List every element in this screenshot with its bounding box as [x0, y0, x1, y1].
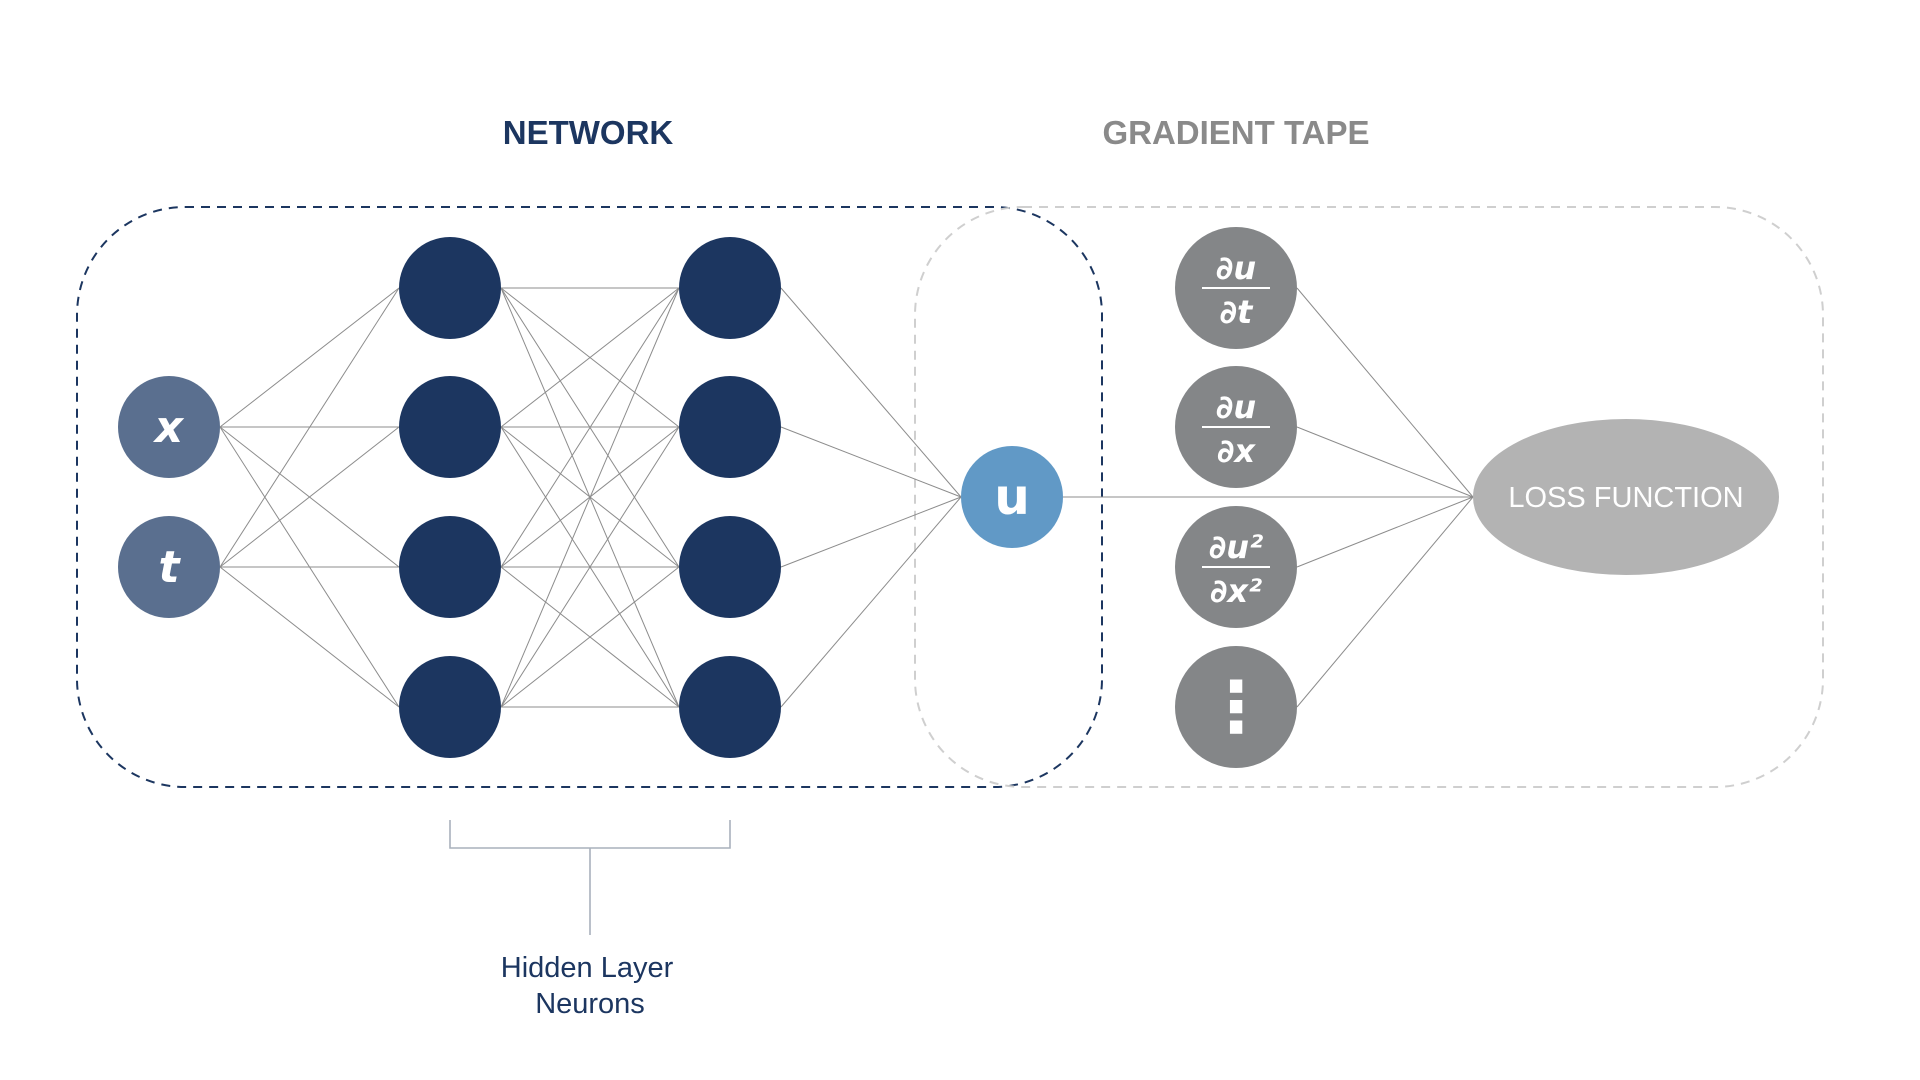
gradient-tape-title: GRADIENT TAPE — [1102, 114, 1369, 151]
edge-derivative-3-loss — [1296, 496, 1474, 708]
edge-input-1-h1-3 — [219, 566, 400, 708]
edge-input-1-h1-1 — [219, 426, 400, 568]
edge-h2-2-output — [780, 496, 962, 568]
derivative-numerator-2: ∂u — [1216, 388, 1256, 426]
gradient-tape-boundary — [914, 206, 1824, 788]
edge-h1-3-h2-0 — [500, 287, 680, 708]
input-node-t — [118, 516, 220, 618]
loss-function-node — [1473, 419, 1779, 575]
loss-function-label: LOSS FUNCTION — [1508, 482, 1743, 514]
derivative-denominator-2: ∂x — [1217, 432, 1256, 470]
edge-derivative-1-loss — [1296, 426, 1474, 498]
network-nodes: x t u ∂u ∂t ∂u ∂x ∂u² ∂x² ⋮ LOSS FUNCTION — [118, 227, 1779, 768]
hidden-neuron-l1-2 — [399, 376, 501, 478]
hidden-neuron-l1-3 — [399, 516, 501, 618]
derivative-numerator-3: ∂u² — [1209, 528, 1263, 566]
edge-h2-1-output — [780, 426, 962, 498]
hidden-neuron-l1-1 — [399, 237, 501, 339]
output-node-u — [961, 446, 1063, 548]
edge-h1-3-h2-1 — [500, 426, 680, 708]
edge-input-1-h1-0 — [219, 287, 400, 568]
derivative-node-4 — [1175, 646, 1297, 768]
hidden-layer-bracket — [449, 820, 731, 935]
caption-line-1: Hidden Layer — [501, 952, 674, 984]
hidden-neuron-l2-1 — [679, 237, 781, 339]
edge-h1-2-h2-0 — [500, 287, 680, 568]
hidden-neuron-l2-4 — [679, 656, 781, 758]
edge-derivative-2-loss — [1296, 496, 1474, 568]
connection-edges — [219, 287, 1474, 708]
derivative-denominator-3: ∂x² — [1210, 572, 1262, 610]
input-label-t: t — [158, 542, 181, 593]
input-node-x — [118, 376, 220, 478]
edge-derivative-0-loss — [1296, 287, 1474, 498]
derivative-numerator-1: ∂u — [1216, 249, 1256, 287]
edge-h1-3-h2-2 — [500, 566, 680, 708]
output-label: u — [994, 468, 1030, 526]
edge-h2-0-output — [780, 287, 962, 498]
network-title: NETWORK — [503, 114, 674, 151]
hidden-neuron-l2-2 — [679, 376, 781, 478]
edge-h1-1-h2-0 — [500, 287, 680, 428]
input-label-x: x — [153, 402, 185, 453]
hidden-neuron-l1-4 — [399, 656, 501, 758]
caption-line-2: Neurons — [535, 988, 645, 1020]
ellipsis-label: ⋮ — [1201, 666, 1271, 748]
edge-h2-3-output — [780, 496, 962, 708]
edge-input-0-h1-0 — [219, 287, 400, 428]
bracket-line — [449, 820, 731, 935]
hidden-neuron-l2-3 — [679, 516, 781, 618]
derivative-denominator-1: ∂t — [1220, 293, 1254, 331]
